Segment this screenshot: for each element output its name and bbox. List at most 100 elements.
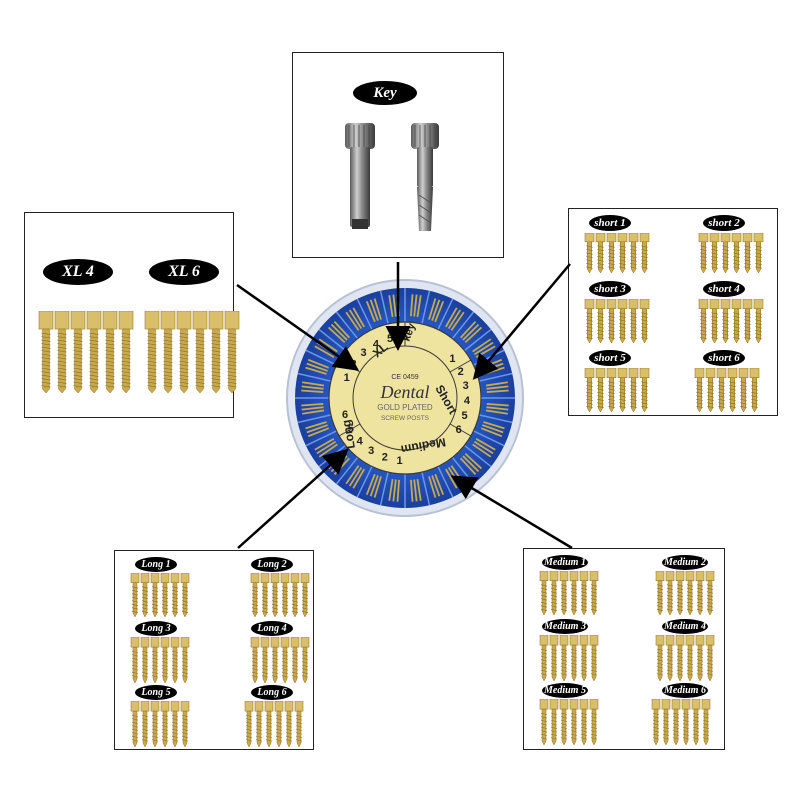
long2-screws xyxy=(249,573,313,619)
post-in-tray xyxy=(428,298,437,320)
screw-post xyxy=(244,701,254,748)
screw-post xyxy=(130,573,140,618)
screw-post xyxy=(160,637,170,684)
post-in-tray xyxy=(301,385,324,390)
xl-panel: XL 4 XL 6 xyxy=(24,212,240,418)
screw-post xyxy=(260,637,270,684)
screw-post xyxy=(70,311,86,394)
screw-post xyxy=(595,299,606,344)
medium5-screws xyxy=(538,699,602,747)
short4-label: short 4 xyxy=(703,281,745,297)
short2-label: short 2 xyxy=(703,215,745,231)
short2-screws xyxy=(697,233,767,275)
ring-number: 3 xyxy=(360,347,366,359)
long1-label: Long 1 xyxy=(135,557,177,572)
screw-post xyxy=(720,299,731,344)
post-in-tray xyxy=(462,455,480,473)
screw-post xyxy=(742,299,753,344)
screw-post xyxy=(595,233,606,274)
screw-post xyxy=(749,368,760,413)
long6-screws xyxy=(243,701,307,749)
post-in-tray xyxy=(369,475,379,497)
brand-dental: Dental xyxy=(380,382,430,402)
medium4-screws xyxy=(654,635,718,683)
ring-number: 1 xyxy=(449,353,455,365)
screw-post xyxy=(651,699,661,746)
screw-post xyxy=(709,299,720,344)
compartment-divider xyxy=(356,298,373,330)
screw-post xyxy=(716,368,727,413)
key-tools-image xyxy=(345,123,439,231)
compartment-divider xyxy=(478,414,513,424)
screw-post xyxy=(180,573,190,618)
screw-post xyxy=(118,311,134,394)
screw-post xyxy=(685,571,695,616)
screw-post xyxy=(579,699,589,746)
screw-post xyxy=(539,699,549,746)
screw-post xyxy=(738,368,749,413)
screw-post xyxy=(584,368,595,413)
ring-number: 2 xyxy=(382,452,388,464)
post-in-tray xyxy=(388,295,394,318)
screw-post xyxy=(639,233,650,274)
screw-post xyxy=(628,233,639,274)
screw-post xyxy=(709,233,720,274)
post-in-tray xyxy=(483,421,505,430)
post-in-tray xyxy=(369,299,379,321)
compartment-divider xyxy=(451,311,475,340)
long5-screws xyxy=(129,701,193,749)
post-in-tray xyxy=(373,476,382,498)
ring-label-long: Long xyxy=(339,419,358,450)
screw-post xyxy=(250,637,260,684)
short6-label: short 6 xyxy=(703,350,745,366)
long4-label: Long 4 xyxy=(251,621,293,636)
screw-post xyxy=(270,637,280,684)
post-in-tray xyxy=(464,452,483,470)
screw-post xyxy=(140,637,150,684)
post-in-tray xyxy=(445,307,458,328)
screw-post xyxy=(695,635,705,682)
post-in-tray xyxy=(392,294,397,317)
screw-post xyxy=(559,635,569,682)
screw-post xyxy=(671,699,681,746)
short5-screws xyxy=(583,368,653,414)
compartment-divider xyxy=(463,444,492,468)
compartment-divider xyxy=(473,430,505,447)
post-in-tray xyxy=(301,403,324,407)
screw-post xyxy=(595,368,606,413)
screw-post xyxy=(290,573,300,618)
screw-post xyxy=(549,699,559,746)
screw-post xyxy=(300,573,310,618)
screw-post xyxy=(280,573,290,618)
post-in-tray xyxy=(485,381,508,387)
compartment-divider xyxy=(379,471,389,506)
screw-post xyxy=(150,701,160,748)
medium6-label: Medium 6 xyxy=(662,683,708,698)
post-in-tray xyxy=(373,298,382,320)
post-in-tray xyxy=(348,466,363,487)
ring-number: 4 xyxy=(373,338,380,350)
screw-post xyxy=(731,233,742,274)
post-in-tray xyxy=(482,424,504,434)
post-in-tray xyxy=(314,438,335,451)
screw-post xyxy=(170,701,180,748)
screw-post xyxy=(170,637,180,684)
short-panel: short 1 short 2 short 3 short 4 short 5 … xyxy=(568,208,778,416)
post-in-tray xyxy=(459,320,477,339)
screw-post xyxy=(208,311,224,394)
screw-post xyxy=(294,701,304,748)
screw-post xyxy=(655,571,665,616)
screw-post xyxy=(160,701,170,748)
post-in-tray xyxy=(450,311,465,331)
post-in-tray xyxy=(410,479,414,502)
screw-post xyxy=(628,368,639,413)
post-in-tray xyxy=(434,300,445,323)
screw-post xyxy=(569,699,579,746)
screw-post xyxy=(705,571,715,616)
compartment-divider xyxy=(437,466,454,498)
compartment-divider xyxy=(437,298,454,330)
screw-post xyxy=(606,299,617,344)
screw-post xyxy=(569,571,579,616)
post-in-tray xyxy=(352,468,365,489)
ring-number: 5 xyxy=(348,423,354,435)
